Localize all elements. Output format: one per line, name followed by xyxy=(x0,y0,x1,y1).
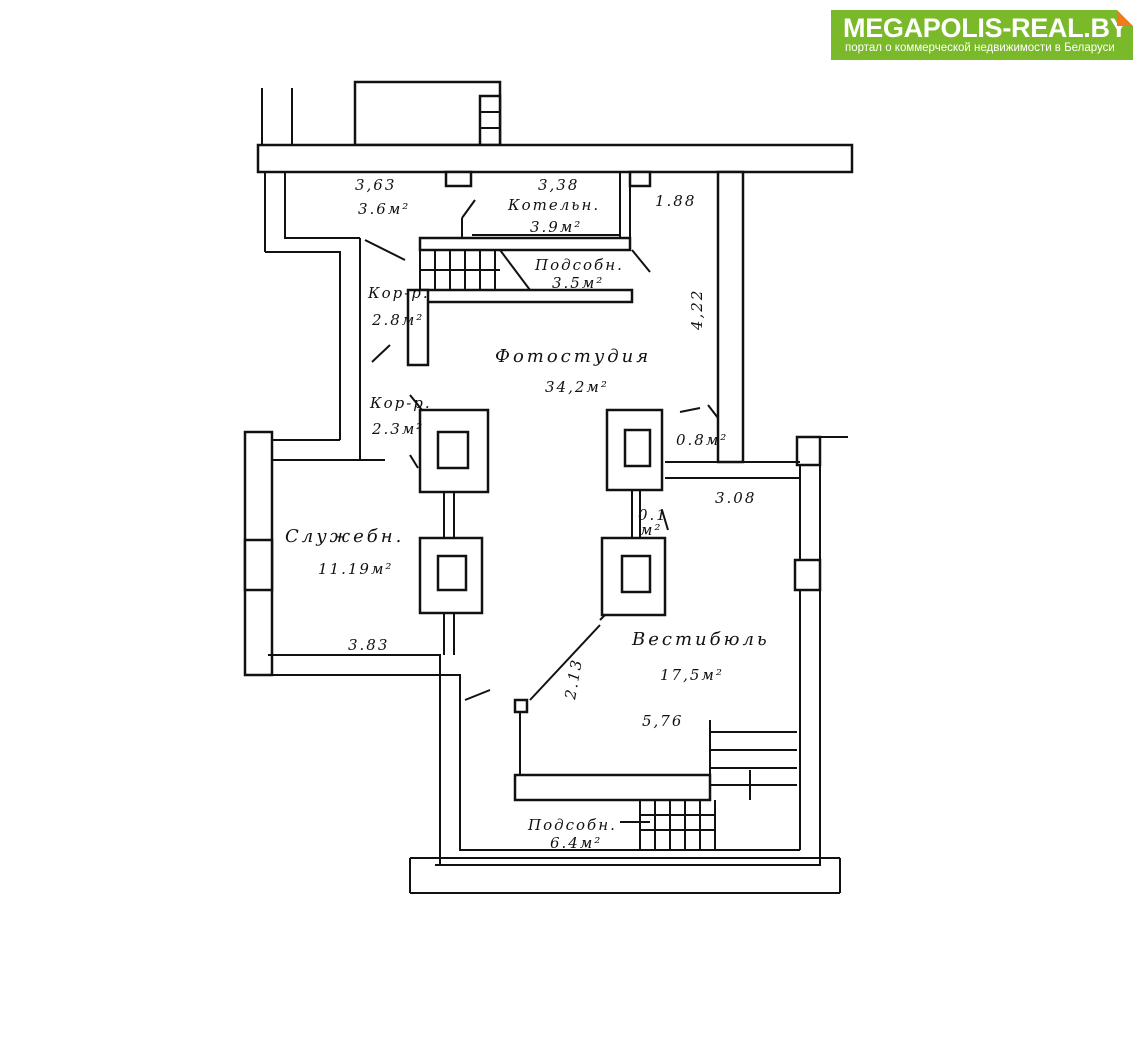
logo-title: MEGAPOLIS-REAL.BY xyxy=(843,13,1128,43)
site-logo[interactable]: MEGAPOLIS-REAL.BY портал о коммерческой … xyxy=(831,10,1133,60)
plan-line xyxy=(364,199,719,701)
plan-line xyxy=(709,720,797,800)
plan-line xyxy=(513,773,712,802)
room-name-korr: Кор-р. xyxy=(369,394,432,412)
area-label: 34,2м² xyxy=(545,378,609,396)
area-label: 17,5м² xyxy=(660,666,724,684)
dim-label: 3,38 xyxy=(538,176,579,194)
plan-line xyxy=(436,430,470,470)
plan-line xyxy=(443,490,641,655)
dim-label: 4,22 xyxy=(688,289,706,331)
plan-line xyxy=(623,428,652,468)
right-upper-wall xyxy=(716,170,745,464)
area-label: 3.6м² xyxy=(358,200,410,218)
right-window xyxy=(793,558,822,592)
plan-line xyxy=(264,172,385,461)
area-label: 11.19м² xyxy=(318,560,393,578)
dim-label: 1.88 xyxy=(655,192,696,210)
plan-line xyxy=(406,288,430,367)
area-label: 0.1 xyxy=(638,506,668,524)
plan-line xyxy=(628,170,652,188)
doors xyxy=(364,199,719,775)
dim-label: 3.08 xyxy=(715,489,756,507)
plan-line xyxy=(620,554,652,594)
plan-line xyxy=(461,172,631,250)
area-label: 2.8м² xyxy=(371,311,424,329)
area-label: 3.9м² xyxy=(530,218,582,236)
plan-line xyxy=(795,435,822,467)
top-wall xyxy=(256,143,854,174)
plan-line xyxy=(435,465,821,866)
logo-subtitle: портал о коммерческой недвижимости в Бел… xyxy=(845,42,1115,54)
stairs-upper xyxy=(406,236,634,367)
dim-label: 3.83 xyxy=(348,636,389,654)
plan-line xyxy=(436,554,468,592)
plan-line xyxy=(444,170,473,188)
plan-line xyxy=(513,698,529,714)
logo-corner-fold xyxy=(1117,10,1133,26)
stairs-lower xyxy=(513,720,797,850)
dim-label: 3,63 xyxy=(355,176,396,194)
room-name-vestibul: Вестибюль xyxy=(631,629,770,650)
area-label: 2.3м² xyxy=(371,420,424,438)
left-window xyxy=(243,538,274,592)
room-name-podsobn: Подсобн. xyxy=(534,256,624,274)
plan-line xyxy=(268,654,800,865)
room-name-kotelnaya: Котельн. xyxy=(507,196,600,214)
area-label: 6.4м² xyxy=(550,834,602,852)
annex-window xyxy=(478,94,502,147)
room-name-korr: Кор-р. xyxy=(367,284,430,302)
area-label: 3.5м² xyxy=(552,274,604,292)
area-label: 0.8м² xyxy=(676,431,728,449)
room-name-sluzhebn: Служебн. xyxy=(285,526,404,547)
plan-line xyxy=(620,800,716,850)
room-labels: 3,63 3.6м² 3,38 Котельн. 3.9м² 1.88 Подс… xyxy=(285,176,770,852)
room-name-podsobn: Подсобн. xyxy=(527,816,617,834)
dim-label: 5,76 xyxy=(642,712,683,730)
plan-line xyxy=(419,249,531,291)
area-unit: м² xyxy=(640,521,662,539)
room-name-fotostudio: Фотостудия xyxy=(495,346,651,367)
walls xyxy=(243,80,854,894)
plan-line xyxy=(665,461,800,479)
plan-line xyxy=(409,436,848,894)
top-annex xyxy=(353,80,502,147)
plan-line xyxy=(418,236,632,252)
columns xyxy=(418,408,667,655)
